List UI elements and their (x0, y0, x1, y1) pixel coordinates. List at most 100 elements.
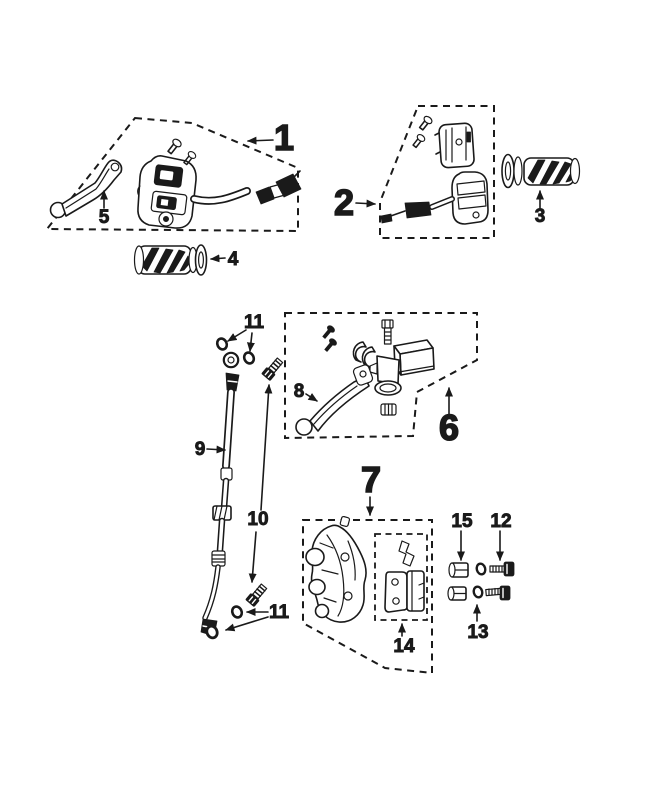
leader-arrow-10-up (260, 384, 273, 511)
pad-detail-lines (411, 570, 425, 612)
mounting-screws-drawing (167, 138, 197, 166)
caliper-mount-lug (314, 603, 330, 619)
lever-ball-end (295, 418, 313, 436)
brake-hose-group: 9 10 11 11 (194, 312, 290, 640)
part-11-washer-drawing (242, 351, 256, 365)
caliper-detail-lines (319, 542, 339, 603)
caliper-piston-boss-2 (308, 578, 326, 596)
screw-shaft (412, 138, 422, 149)
callout-11-top: 11 (227, 312, 265, 352)
part-label-1: 1 (274, 117, 294, 158)
leader-arrow-11a (227, 329, 247, 342)
group-left-switch-assembly: 1 5 (44, 116, 302, 233)
part-15-bushing-drawing (448, 562, 469, 578)
callout-6: 6 (438, 387, 460, 449)
callout-1: 1 (247, 116, 295, 159)
part-label-11: 11 (244, 312, 265, 333)
leader-arrow-1 (247, 136, 274, 145)
bolt-head (381, 319, 394, 329)
leader-arrow-2 (355, 199, 376, 208)
connector-tip (294, 170, 301, 177)
cover-window-2 (457, 194, 487, 210)
clamp-screws-drawing (322, 325, 337, 352)
leader-arrow-11d (225, 616, 269, 632)
group-master-cylinder-assembly: 8 6 (284, 312, 478, 449)
connector-plug (275, 173, 302, 198)
part-12-caliper-bolt-drawing (485, 585, 511, 601)
bolt-threads (383, 331, 392, 341)
callout-8: 8 (293, 381, 318, 402)
screw-head (416, 134, 426, 142)
bolt-head-facets (248, 596, 257, 604)
cover-screw-hole (472, 211, 480, 219)
callout-12: 12 (490, 511, 512, 561)
caliper-body-drawing (305, 515, 367, 623)
lock-nut-drawing (380, 403, 397, 416)
part-label-2: 2 (334, 182, 354, 223)
housing-left-ear (137, 185, 141, 197)
screw-head (187, 151, 197, 159)
part-label-15: 15 (451, 511, 473, 532)
part-label-5: 5 (99, 207, 110, 228)
pad-spring-clip (398, 540, 415, 567)
part-3-throttle-grip-drawing: 3 (501, 153, 581, 227)
clamp-half-1 (352, 341, 367, 363)
part-13-washer-drawing (472, 585, 484, 599)
reservoir-bolt-drawing (381, 319, 394, 345)
reservoir-drawing (393, 339, 435, 376)
grip-flange-inner (198, 251, 205, 269)
caliper-contour-1 (326, 534, 345, 617)
pad-hole-2 (392, 597, 400, 605)
dashed-outline-region-6 (284, 312, 478, 440)
bolt-socket-head (503, 561, 515, 577)
bolt-shaft (489, 565, 506, 573)
callout-9: 9 (194, 439, 226, 460)
callout-10: 10 (247, 384, 273, 583)
hose-rib-lines (211, 554, 226, 563)
bolt-threads (488, 587, 499, 596)
leader-arrow-8 (305, 393, 318, 402)
hose-segment-1i (223, 389, 234, 469)
mounting-screws-drawing-2 (412, 115, 433, 149)
part-11-washer-drawing (230, 605, 244, 619)
switch-slider (159, 170, 174, 181)
bracket-slot (466, 131, 471, 143)
part-15-bushing-drawing (447, 586, 467, 601)
pad-hole-1 (391, 578, 399, 586)
screw-head (423, 115, 433, 125)
part-label-10: 10 (247, 509, 268, 530)
callout-5: 5 (98, 190, 110, 228)
lever-pivot-hole (110, 162, 120, 172)
callout-2: 2 (333, 181, 376, 224)
grip-ribs (141, 247, 190, 274)
part-label-7: 7 (361, 459, 381, 500)
bolt-threads (251, 585, 266, 600)
bolt-hex-head (245, 593, 260, 607)
hose-banjo-eyelet-hole (227, 356, 235, 364)
callout-7: 7 (360, 458, 382, 516)
screw-head (172, 138, 182, 148)
leader-arrow-10-down (248, 531, 257, 583)
clamp-halves-drawing (352, 341, 376, 368)
part-label-3: 3 (535, 206, 546, 227)
round-button-center (162, 215, 169, 222)
hose-top-fitting-band (227, 380, 238, 383)
hose-segment-4i (203, 565, 220, 620)
screw-shaft (418, 120, 429, 131)
screw-shaft (167, 143, 178, 155)
part-8-brake-lever-drawing (295, 364, 374, 436)
hose-coupler-ribs (213, 505, 228, 521)
callout-4: 4 (210, 249, 239, 270)
caliper-fasteners-group: 15 12 13 (447, 511, 515, 643)
bolt-hex-head (261, 367, 276, 381)
part-11-washer-drawing (205, 624, 219, 640)
wire-inner (430, 197, 454, 209)
leader-arrow-11b (246, 332, 255, 352)
caliper-detail-hole-1 (340, 552, 350, 562)
bolt-socket-head (499, 585, 511, 601)
bracket-hole (455, 138, 463, 146)
lever-blade (309, 376, 370, 432)
part-5-lever-drawing (49, 159, 123, 219)
part-label-9: 9 (195, 439, 206, 460)
